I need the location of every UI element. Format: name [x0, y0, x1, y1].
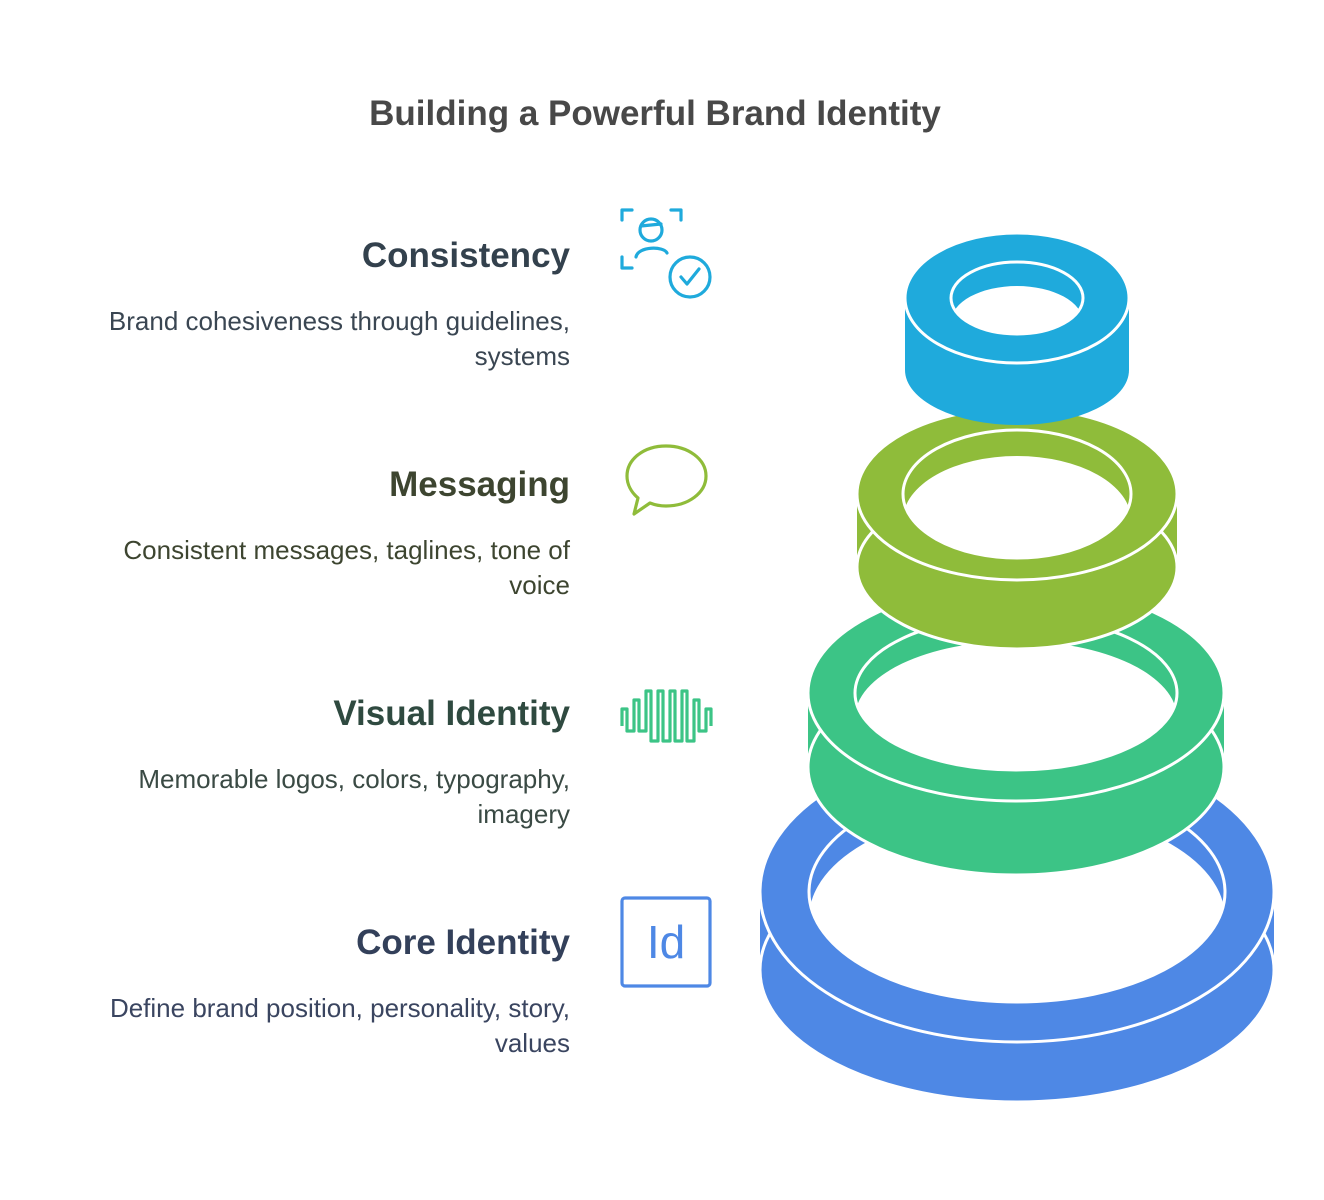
description-line: Memorable logos, colors, typography, — [138, 764, 570, 794]
person-check-icon — [620, 208, 712, 299]
description-line: Brand cohesiveness through guidelines, — [108, 306, 570, 336]
description-line: voice — [509, 570, 570, 600]
id-icon-text: Id — [647, 916, 685, 968]
item-description: Memorable logos, colors, typography, ima… — [30, 762, 570, 832]
diagram-title: Building a Powerful Brand Identity — [369, 94, 941, 133]
ring-consistency — [903, 231, 1131, 425]
item-description: Brand cohesiveness through guidelines, s… — [30, 304, 570, 374]
item-heading: Consistency — [361, 236, 570, 275]
ring-visual-identity — [806, 583, 1226, 877]
speech-bubble-icon — [625, 444, 708, 516]
item-consistency: Consistency Brand cohesiveness through g… — [30, 236, 570, 374]
item-visual-identity: Visual Identity Memorable logos, colors,… — [30, 694, 570, 832]
description-line: Consistent messages, taglines, tone of — [123, 535, 570, 565]
id-badge-icon: Id — [620, 896, 712, 988]
item-core-identity: Core Identity Define brand position, per… — [30, 923, 570, 1061]
waveform-icon — [620, 689, 713, 743]
description-line: Define brand position, personality, stor… — [109, 993, 570, 1023]
item-heading: Core Identity — [356, 923, 570, 962]
description-line: imagery — [477, 799, 570, 829]
description-line: systems — [474, 341, 570, 371]
item-heading: Messaging — [389, 465, 570, 504]
item-description: Define brand position, personality, stor… — [30, 991, 570, 1061]
item-description: Consistent messages, taglines, tone of v… — [30, 533, 570, 603]
item-heading: Visual Identity — [333, 694, 570, 733]
item-messaging: Messaging Consistent messages, taglines,… — [30, 465, 570, 603]
description-line: values — [494, 1028, 570, 1058]
ring-messaging — [855, 406, 1179, 651]
